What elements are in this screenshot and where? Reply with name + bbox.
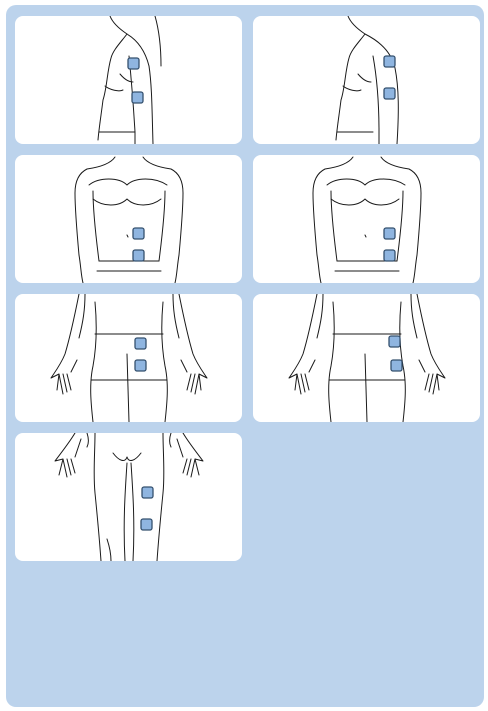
figure-side-arm-2	[253, 16, 480, 144]
figure-front-torso-2	[253, 155, 480, 283]
figure-front-torso-1	[15, 155, 242, 283]
electrode-upper	[389, 336, 400, 347]
panel-side-upper-arm-2	[253, 16, 480, 144]
figure-side-arm-1	[15, 16, 242, 144]
electrode-upper	[384, 56, 395, 67]
panel-front-thigh	[15, 433, 242, 561]
panel-front-hips-2	[253, 294, 480, 422]
electrode-lower	[384, 250, 395, 261]
panel-side-upper-arm-1	[15, 16, 242, 144]
electrode-lower	[141, 519, 152, 530]
electrode-upper	[384, 228, 395, 239]
electrode-lower	[133, 250, 144, 261]
electrode-lower	[391, 360, 402, 371]
diagram-frame	[6, 5, 484, 707]
electrode-upper	[133, 228, 144, 239]
electrode-upper	[142, 487, 153, 498]
electrode-lower	[132, 92, 143, 103]
figure-front-hips-1	[15, 294, 242, 422]
panel-front-torso-2	[253, 155, 480, 283]
panel-front-torso-1	[15, 155, 242, 283]
figure-front-thigh	[15, 433, 242, 561]
panel-front-hips-1	[15, 294, 242, 422]
electrode-lower	[384, 88, 395, 99]
electrode-upper	[135, 338, 146, 349]
electrode-lower	[135, 360, 146, 371]
figure-front-hips-2	[253, 294, 480, 422]
electrode-upper	[128, 58, 139, 69]
